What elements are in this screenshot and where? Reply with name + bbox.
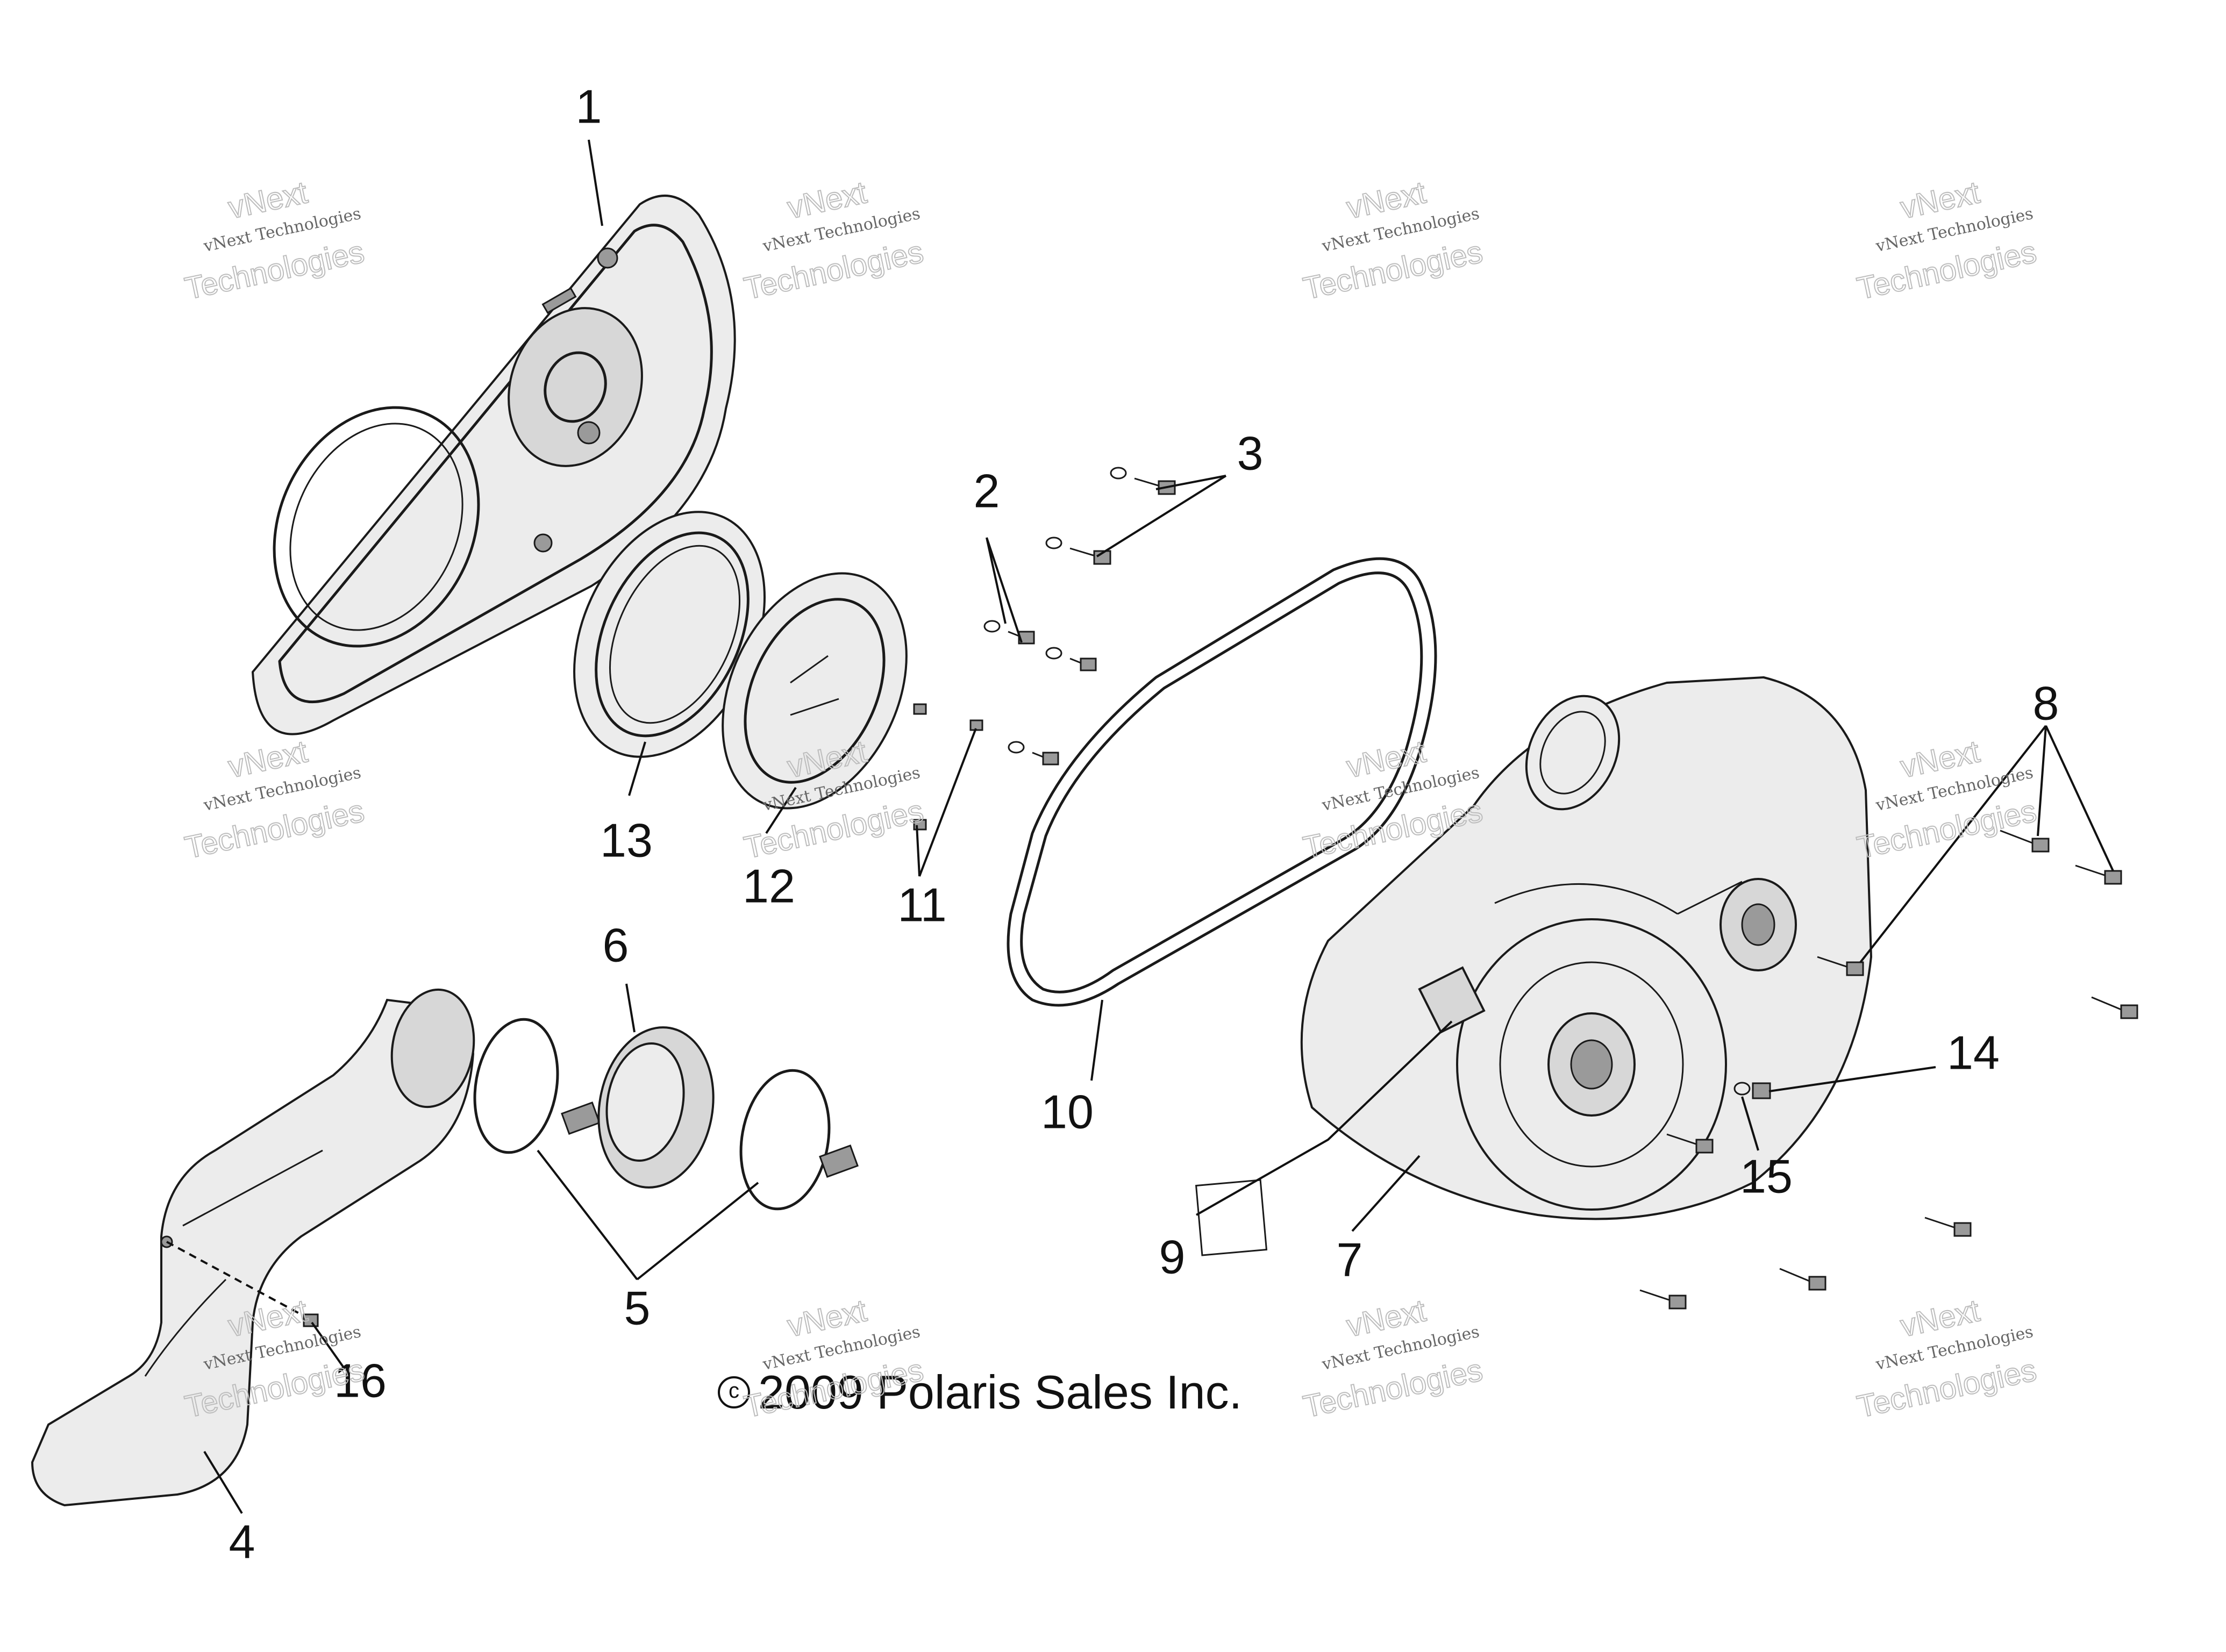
bolt-3b <box>1045 537 1111 565</box>
bolt-8a <box>2000 829 2050 853</box>
bolt-8g <box>1779 1268 1827 1291</box>
part-hose-clamps <box>473 1018 859 1211</box>
screw-11a <box>913 703 927 715</box>
part-duct-adapter <box>597 1026 715 1189</box>
callout-5: 5 <box>624 1281 651 1334</box>
callout-6: 6 <box>603 918 629 971</box>
callout-labels: 1 2 3 4 5 6 7 8 9 10 11 12 13 14 15 16 <box>229 80 2059 1568</box>
part-drive-belt <box>1007 557 1437 1007</box>
bolt-8e <box>1666 1133 1714 1154</box>
callout-16: 16 <box>334 1354 387 1407</box>
copyright-circle <box>718 1376 750 1408</box>
watermark-stamp: vNext vNext Technologies Technologies <box>1300 174 1486 306</box>
screw-11b <box>969 719 983 731</box>
bolt-8d <box>2091 996 2138 1019</box>
watermark-stamp: vNext vNext Technologies Technologies <box>1300 1292 1486 1425</box>
watermark-stamp: vNext vNext Technologies Technologies <box>181 174 368 306</box>
part-decal <box>1195 1179 1268 1256</box>
callout-3: 3 <box>1237 426 1264 480</box>
callout-2: 2 <box>974 464 1000 517</box>
bolt-2c <box>1008 741 1059 766</box>
callout-10: 10 <box>1041 1085 1094 1138</box>
callout-15: 15 <box>1740 1149 1793 1203</box>
watermark-stamp: vNext vNext Technologies Technologies <box>1853 733 2040 866</box>
bolt-8b <box>2075 864 2122 885</box>
part-outer-clutch-cover <box>251 195 736 735</box>
callout-13: 13 <box>600 813 653 867</box>
bolt-3a <box>1110 467 1176 495</box>
part-inner-clutch-cover <box>1300 676 1873 1220</box>
hardware-bolts <box>303 467 2138 1327</box>
callout-1: 1 <box>576 80 602 133</box>
bolt-8h <box>1639 1289 1687 1310</box>
watermark-stamp: vNext vNext Technologies Technologies <box>1853 174 2040 306</box>
callout-8: 8 <box>2033 676 2059 730</box>
leader-lines <box>166 139 2114 1514</box>
bolt-2a <box>983 620 1035 645</box>
callout-9: 9 <box>1159 1230 1186 1283</box>
part-intake-duct <box>31 988 475 1507</box>
watermark-stamp: vNext vNext Technologies Technologies <box>1853 1292 2040 1425</box>
washer-15 <box>1733 1082 1751 1096</box>
copyright-text: 2009 Polaris Sales Inc. <box>758 1365 1242 1419</box>
watermark-stamp: vNext vNext Technologies Technologies <box>740 174 927 306</box>
bolt-8c <box>1817 956 1864 976</box>
part-bearing-plate <box>722 572 908 810</box>
screw-16 <box>303 1313 319 1327</box>
bolt-8f <box>1924 1217 1972 1237</box>
callout-4: 4 <box>229 1515 255 1568</box>
part-seal-ring <box>573 511 766 758</box>
callout-12: 12 <box>743 859 795 912</box>
watermark-stamp: vNext vNext Technologies Technologies <box>181 733 368 866</box>
callout-11: 11 <box>897 878 946 931</box>
callout-14: 14 <box>1947 1026 2000 1079</box>
copyright-symbol: c <box>729 1379 739 1403</box>
bolt-14 <box>1752 1082 1771 1099</box>
callout-7: 7 <box>1337 1233 1363 1286</box>
bolt-2b <box>1045 647 1097 671</box>
copyright-notice: c 2009 Polaris Sales Inc. <box>718 1365 1242 1419</box>
